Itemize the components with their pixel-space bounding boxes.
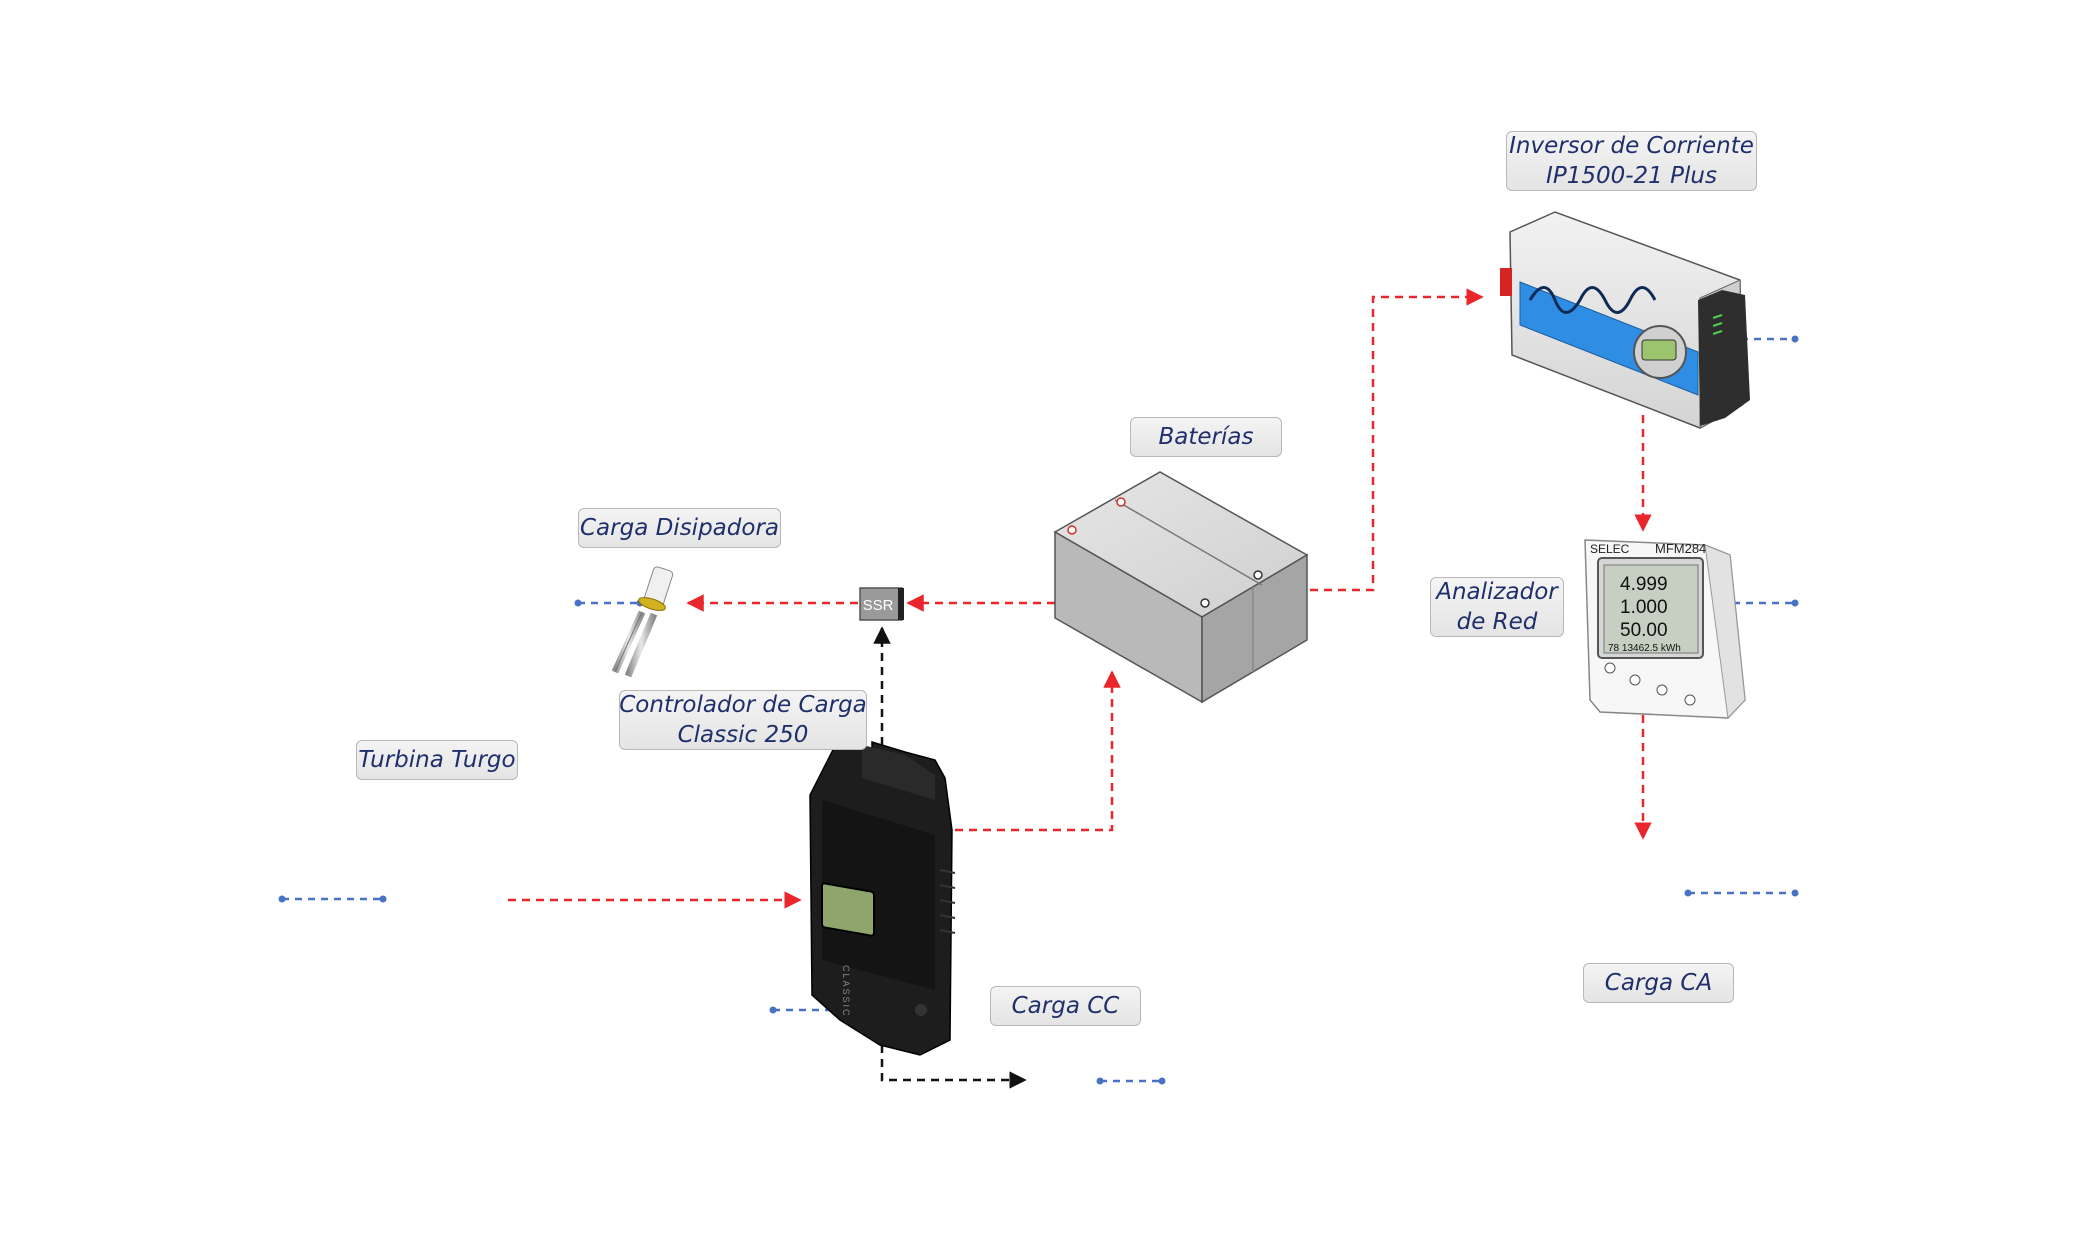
ssr-label: SSR [863,597,894,614]
battery-bank [1053,471,1309,704]
label-baterias: Baterías [1130,417,1282,457]
terminal-stubs [278,335,1799,1085]
terminal-dcload [1096,1077,1166,1085]
label-turbina: Turbina Turgo [356,740,518,780]
label-analizador-line2: de Red [1456,609,1538,635]
label-carga-ca-text: Carga CA [1604,970,1713,996]
label-baterias-text: Baterías [1158,424,1254,450]
label-analizador: Analizador de Red [1430,577,1564,637]
label-inversor: Inversor de Corriente IP1500-21 Plus [1506,131,1757,191]
charge-controller: CLASSIC [809,739,956,1056]
label-inversor-line1: Inversor de Corriente [1509,133,1754,159]
meter-brand: SELEC [1590,542,1630,556]
terminal-turbine [278,895,387,903]
label-carga-cc-text: Carga CC [1011,993,1120,1019]
meter-energy: 78 13462.5 kWh [1608,643,1681,654]
power-lines [508,288,1652,909]
meter-reading-3: 50.00 [1620,620,1668,641]
dump-load-heater [611,566,674,678]
ssr-relay: SSR [859,587,904,621]
label-carga-ca: Carga CA [1583,963,1734,1003]
inverter-device [1500,211,1750,429]
terminal-dumpload [574,599,644,607]
label-controlador-line2: Classic 250 [677,722,809,748]
line-batteries-to-inverter [1310,288,1484,592]
meter-reading-1: 4.999 [1620,574,1668,595]
label-carga-disipadora: Carga Disipadora [578,508,781,548]
meter-model: MFM284 [1655,541,1706,556]
label-controlador-line1: Controlador de Carga [619,692,867,718]
label-controlador: Controlador de Carga Classic 250 [619,690,867,750]
line-controller-to-dcload [880,1045,1027,1089]
line-controller-to-batteries [955,670,1121,832]
label-inversor-line2: IP1500-21 Plus [1546,163,1717,189]
control-lines [873,626,1027,1089]
controller-vertical-text: CLASSIC [841,965,851,1018]
label-carga-disipadora-text: Carga Disipadora [579,515,779,541]
terminal-acload [1684,889,1799,897]
label-carga-cc: Carga CC [990,986,1141,1026]
meter-reading-2: 1.000 [1620,597,1668,618]
network-analyzer-meter: SELEC MFM284 4.999 1.000 50.00 78 13462.… [1584,539,1746,720]
label-analizador-line1: Analizador [1436,579,1558,605]
label-turbina-text: Turbina Turgo [358,747,516,773]
